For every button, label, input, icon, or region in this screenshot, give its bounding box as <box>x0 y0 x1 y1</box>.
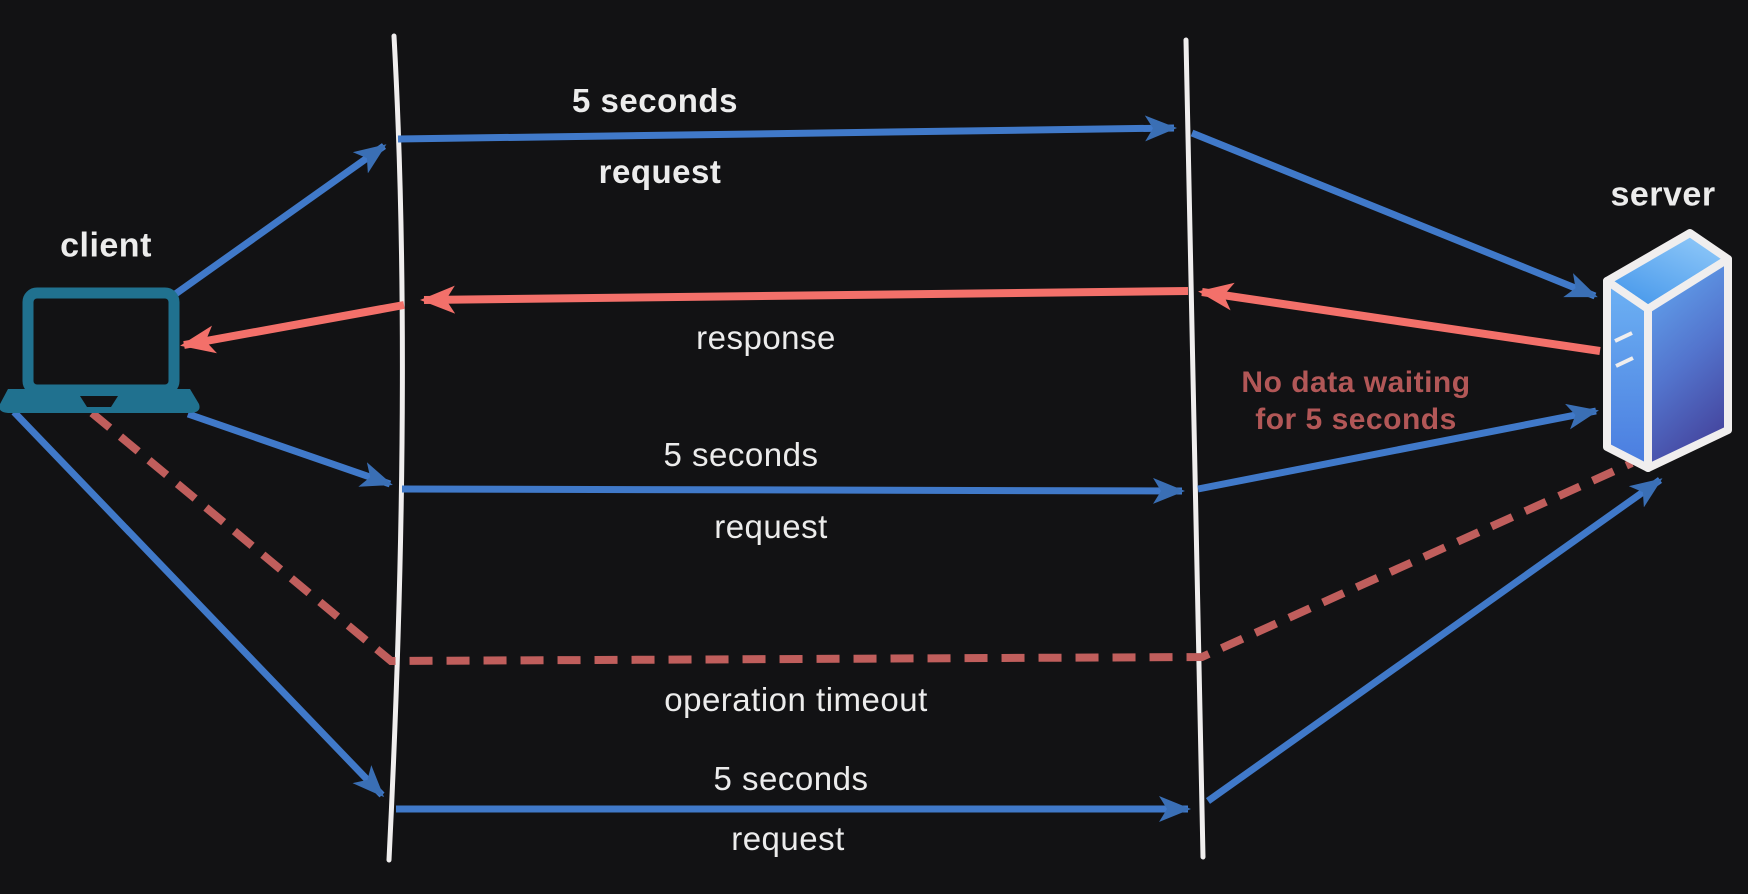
request1-client-to-lifeline-arrow <box>171 143 387 298</box>
request3-client-to-lifeline-arrow <box>11 409 385 798</box>
request3-duration-label: 5 seconds <box>713 760 869 797</box>
server-note-line1: No data waiting <box>1241 366 1471 399</box>
client-label: client <box>60 226 152 265</box>
laptop-icon <box>0 287 200 413</box>
operation-timeout-label: operation timeout <box>664 681 928 718</box>
request3-lifeline-to-server-arrow <box>1205 477 1663 804</box>
server-slot-line-2 <box>1615 356 1634 368</box>
response-transit-arrow <box>420 285 1189 314</box>
server-lifeline <box>1183 37 1206 860</box>
server-icon <box>1603 229 1732 472</box>
request1-label: request <box>598 153 722 190</box>
response-lifeline-to-client-arrow <box>180 301 405 354</box>
response-label: response <box>696 319 836 356</box>
request2-label: request <box>714 508 828 545</box>
request2-duration-label: 5 seconds <box>663 436 819 473</box>
request2-transit-arrow <box>401 477 1185 504</box>
laptop-notch <box>80 396 118 407</box>
response-server-to-lifeline-arrow <box>1198 282 1601 355</box>
operation-timeout-dashed-line <box>89 409 1634 666</box>
request1-transit-arrow <box>397 115 1177 143</box>
server-slot-line-1 <box>1614 331 1633 343</box>
server-note: No data waiting for 5 seconds <box>1241 364 1470 438</box>
request1-duration-label: 5 seconds <box>572 82 738 119</box>
server-front-face <box>1603 277 1652 472</box>
request1-lifeline-to-server-arrow <box>1190 129 1598 300</box>
server-label: server <box>1610 175 1716 214</box>
request2-client-to-lifeline-arrow <box>186 410 393 488</box>
client-lifeline <box>386 33 405 863</box>
request3-label: request <box>731 820 845 857</box>
server-note-line2: for 5 seconds <box>1255 403 1457 436</box>
laptop-screen <box>22 287 180 396</box>
request2-lifeline-to-server-arrow <box>1197 403 1599 493</box>
